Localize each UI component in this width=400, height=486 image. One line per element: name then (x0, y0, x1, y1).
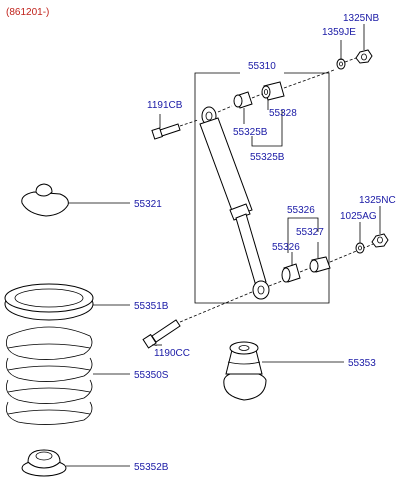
bolt-1190CC (142, 291, 253, 349)
label-55321: 55321 (134, 199, 162, 210)
spring-pad-55351B (4, 283, 130, 321)
upper-bushings (217, 69, 335, 113)
washer-1359JE (336, 40, 357, 70)
label-1191CB: 1191CB (147, 100, 183, 111)
label-55325B-upper: 55325B (233, 127, 268, 138)
label-55327: 55327 (296, 227, 324, 238)
coil-spring-55350S (5, 326, 130, 425)
label-1190CC: 1190CC (154, 348, 190, 359)
washer-1025AG (355, 222, 365, 254)
bolt-1191CB (151, 114, 199, 140)
shock-absorber-group-box (194, 72, 330, 304)
label-55326-upper: 55326 (287, 205, 315, 216)
label-55350S: 55350S (134, 370, 169, 381)
lower-spring-seat-55352B (21, 449, 130, 477)
nut-1325NB (355, 24, 373, 64)
label-55325B-lower: 55325B (250, 152, 285, 163)
label-55352B: 55352B (134, 462, 169, 473)
label-1359JE: 1359JE (322, 27, 356, 38)
upper-spring-seat-55321 (21, 183, 130, 217)
lower-bushings (268, 241, 379, 287)
model-code-header: (861201-) (6, 7, 49, 18)
label-55310: 55310 (248, 61, 276, 72)
label-55328: 55328 (269, 108, 297, 119)
upper-bushing-leaders (243, 100, 283, 147)
label-1325NC: 1325NC (359, 195, 396, 206)
label-55326-lower: 55326 (272, 242, 300, 253)
lower-bushing-leaders (287, 217, 319, 266)
label-55353: 55353 (348, 358, 376, 369)
label-55351B: 55351B (134, 301, 169, 312)
label-1025AG: 1025AG (340, 211, 377, 222)
bump-stopper-55353 (223, 341, 344, 401)
label-1325NB: 1325NB (343, 13, 379, 24)
shock-absorber (199, 106, 270, 300)
nut-1325NC (371, 206, 389, 248)
